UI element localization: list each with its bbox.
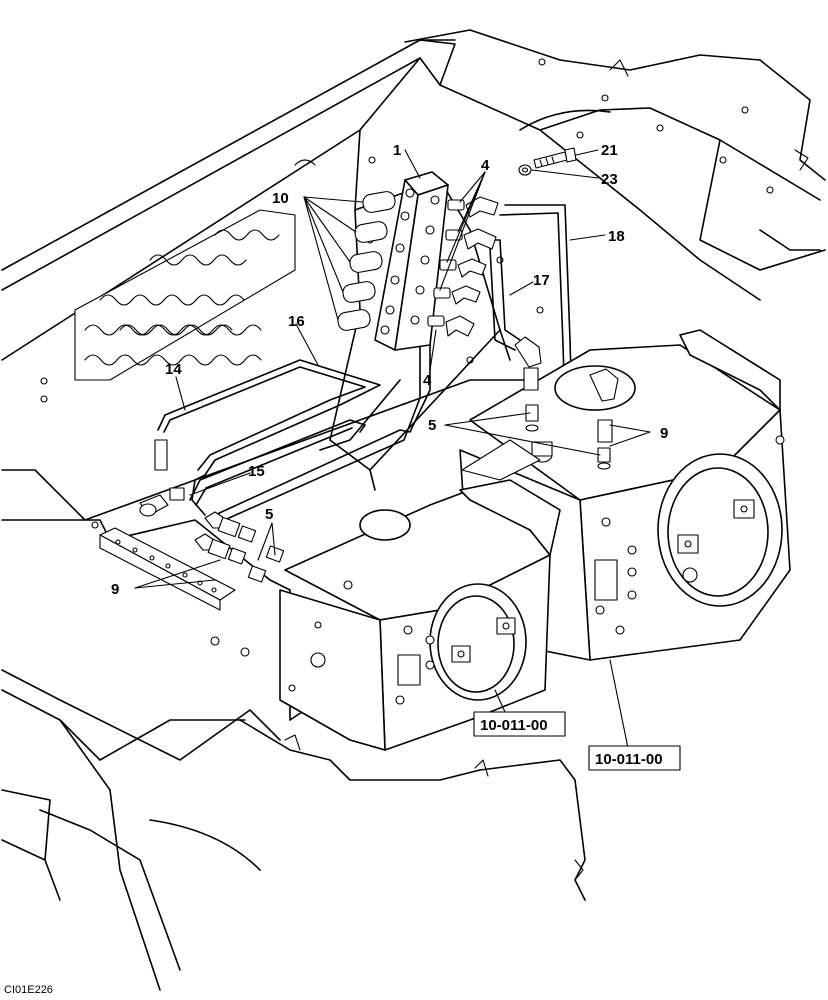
reference-box-right-text: 10-011-00 <box>595 751 663 768</box>
frame-lower-left <box>1 379 586 991</box>
manifold-block <box>374 171 449 351</box>
callout-5-upper: 5 <box>428 417 436 434</box>
right-pump-fittings <box>514 336 619 470</box>
bolt-21 <box>533 147 577 169</box>
callout-9-right: 9 <box>660 425 668 442</box>
reference-box-left-text: 10-011-00 <box>480 717 548 734</box>
callout-23: 23 <box>601 171 618 188</box>
pipe-16 <box>214 339 431 523</box>
pump-left <box>279 479 561 751</box>
callout-14: 14 <box>165 361 182 378</box>
frame-right-holes <box>466 58 774 364</box>
cooler-core <box>40 159 316 403</box>
washer-23 <box>518 164 532 176</box>
callout-21: 21 <box>601 142 618 159</box>
callout-4-bottom: 4 <box>423 372 432 389</box>
callout-18: 18 <box>608 228 625 245</box>
callout-10: 10 <box>272 190 289 207</box>
reference-box-left: 10-011-00 <box>473 711 566 737</box>
callout-4-top: 4 <box>481 157 490 174</box>
callout-17: 17 <box>533 272 550 289</box>
lower-fittings <box>139 439 285 583</box>
callout-1: 1 <box>393 142 401 159</box>
callout-15: 15 <box>248 463 265 480</box>
frame-right-panel <box>404 29 826 301</box>
callout-5-lower: 5 <box>265 506 273 523</box>
callout-16: 16 <box>288 313 305 330</box>
mount-rail <box>99 527 236 611</box>
reference-box-right: 10-011-00 <box>588 745 681 771</box>
leader-lines <box>134 149 651 749</box>
pipe-14 <box>157 359 381 476</box>
callout-9-left: 9 <box>111 581 119 598</box>
drawing-code: CI01E226 <box>4 984 53 996</box>
pipe-15 <box>189 419 366 516</box>
valve-cylinders <box>337 191 396 331</box>
